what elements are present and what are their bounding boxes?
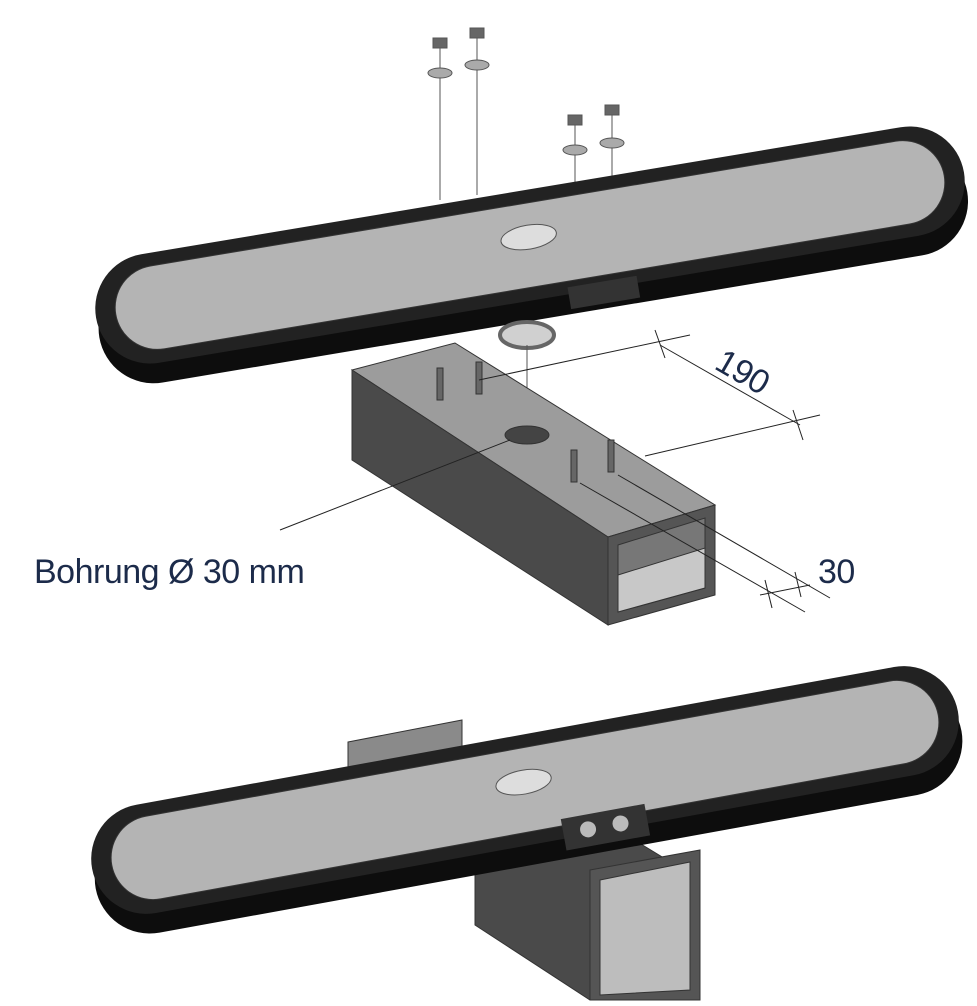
dimension-30-label: 30 xyxy=(818,553,855,591)
bolt-set-left xyxy=(427,27,490,200)
top-plate xyxy=(95,126,969,384)
square-tube xyxy=(350,342,717,626)
bottom-plate xyxy=(91,666,963,934)
bolt-set-right xyxy=(562,104,625,280)
bore-label: Bohrung Ø 30 mm xyxy=(34,553,305,591)
dimension-lines xyxy=(279,329,831,613)
spacer-ring xyxy=(498,320,556,350)
